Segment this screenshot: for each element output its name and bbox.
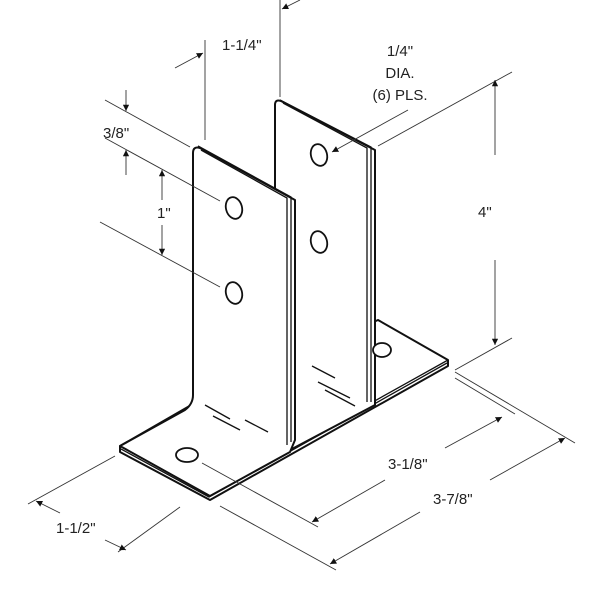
hole bbox=[175, 447, 199, 463]
dim-base-length: 3-7/8" bbox=[433, 491, 473, 508]
hole bbox=[309, 230, 329, 254]
dim-height: 4" bbox=[478, 204, 492, 221]
dim-ear-spacing: 1-1/4" bbox=[222, 37, 262, 54]
dim-hole-spacing: 1" bbox=[157, 205, 171, 222]
dim-hole-dia-line2: DIA. bbox=[385, 65, 414, 82]
front-ear-plate bbox=[119, 145, 296, 497]
hole bbox=[224, 281, 244, 305]
hole bbox=[372, 342, 392, 358]
mounting-holes bbox=[175, 143, 392, 463]
dim-base-width: 1-1/2" bbox=[56, 520, 96, 537]
hole bbox=[224, 196, 244, 220]
dim-hole-dia-line1: 1/4" bbox=[387, 43, 413, 60]
dimension-lines bbox=[27, 0, 576, 571]
dim-hole-dia-line3: (6) PLS. bbox=[372, 87, 427, 104]
hole bbox=[309, 143, 329, 167]
dim-base-hole-spacing: 3-1/8" bbox=[388, 456, 428, 473]
back-ear-plate bbox=[274, 99, 376, 451]
dim-top-hole-offset: 3/8" bbox=[103, 125, 129, 142]
